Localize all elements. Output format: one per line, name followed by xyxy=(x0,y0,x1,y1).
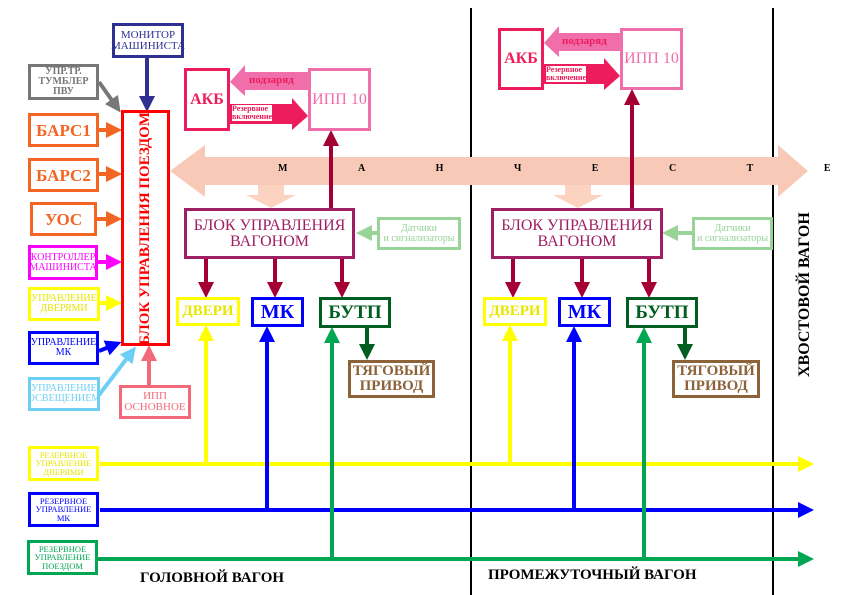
reserve-door-control-box: РЕЗЕРВНОЕ УПРАВЛЕНИЕ ДВЕРЯМИ xyxy=(28,446,99,481)
butp-box: БУТП xyxy=(626,297,698,328)
tail-car-label: ХВОСТОВОЙ ВАГОН xyxy=(796,212,813,377)
bus-label: М А Н Ч Е С Т Е Т Н А Я Ш И Н А xyxy=(278,163,842,174)
car-control-unit: БЛОК УПРАВЛЕНИЯ ВАГОНОМ xyxy=(184,208,355,259)
middle-car-label: ПРОМЕЖУТОЧНЫЙ ВАГОН xyxy=(488,567,697,583)
doors-box: ДВЕРИ xyxy=(483,297,547,326)
traction-drive-box: ТЯГОВЫЙ ПРИВОД xyxy=(348,360,435,398)
mk-control-box: УПРАВЛЕНИЕ МК xyxy=(28,331,99,365)
battery-box: АКБ xyxy=(498,28,544,90)
butp-box: БУТП xyxy=(319,297,391,328)
sensors-box: Датчики и сигнализаторы xyxy=(377,217,461,250)
mk-box: МК xyxy=(558,297,611,327)
mk-box: МК xyxy=(251,297,304,327)
charge-label: подзаряд xyxy=(249,74,294,86)
traction-drive-box: ТЯГОВЫЙ ПРИВОД xyxy=(672,360,760,398)
ipp10-box: ИПП 10 xyxy=(620,28,683,90)
ipp-main-box: ИПП ОСНОВНОЕ xyxy=(119,385,191,419)
train-control-unit-label: БЛОК УПРАВЛЕНИЯ ПОЕЗДОМ xyxy=(137,111,153,345)
charge-label: подзаряд xyxy=(562,35,607,47)
toggle-switch-box: УПР.ТР. ТУМБЛЕР ПВУ xyxy=(28,64,99,100)
reserve-train-control-box: РЕЗЕРВНОЕ УПРАВЛЕНИЕ ПОЕЗДОМ xyxy=(27,540,98,575)
car-control-unit: БЛОК УПРАВЛЕНИЯ ВАГОНОМ xyxy=(491,208,663,259)
reserve-on-label: Резервное включение xyxy=(232,104,273,121)
reserve-on-label: Резервное включение xyxy=(546,65,587,82)
doors-box: ДВЕРИ xyxy=(176,297,240,326)
reserve-mk-control-box: РЕЗЕРВНОЕ УПРАВЛЕНИЕ МК xyxy=(28,492,99,527)
battery-box: АКБ xyxy=(184,68,230,131)
train-control-unit: БЛОК УПРАВЛЕНИЯ ПОЕЗДОМ xyxy=(121,110,170,346)
uos-box: УОС xyxy=(30,202,97,236)
door-control-box: УПРАВЛЕНИЕ ДВЕРЯМИ xyxy=(28,287,100,321)
head-car-label: ГОЛОВНОЙ ВАГОН xyxy=(140,570,285,586)
bars1-box: БАРС1 xyxy=(28,113,99,147)
lighting-control-box: УПРАВЛЕНИЕ ОСВЕЩЕНИЕМ xyxy=(28,377,100,411)
ipp10-box: ИПП 10 xyxy=(308,68,371,131)
sensors-box: Датчики и сигнализаторы xyxy=(692,217,773,250)
driver-controller-box: КОНТРОЛЛЕР МАШИНИСТА xyxy=(28,245,98,280)
driver-monitor: МОНИТОР МАШИНИСТА xyxy=(111,23,185,58)
bars2-box: БАРС2 xyxy=(28,158,99,192)
